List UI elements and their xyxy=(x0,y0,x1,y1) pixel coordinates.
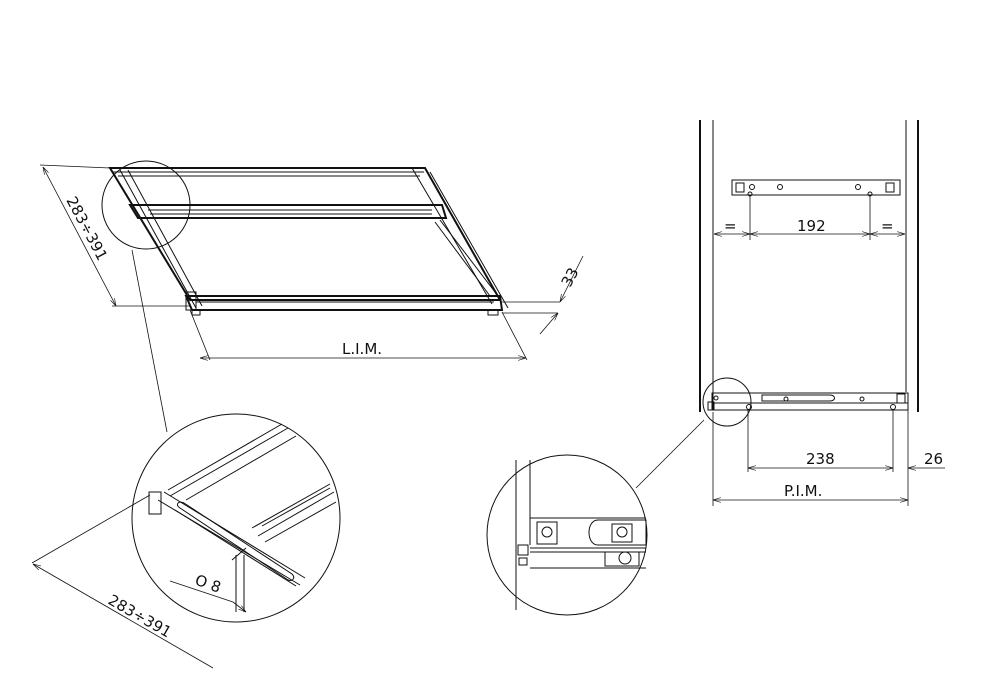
width-label: L.I.M. xyxy=(342,340,382,358)
perspective-frame xyxy=(101,160,509,316)
detail-depth-label: 283÷391 xyxy=(105,591,174,642)
detail-right xyxy=(486,454,648,616)
hole-distance-label: 238 xyxy=(806,450,835,468)
depth-dimension: 283÷391 xyxy=(39,164,190,306)
diameter-label: O 8 xyxy=(193,571,224,597)
height-label: 33 xyxy=(558,265,583,290)
height-dimension: 33 xyxy=(502,255,584,335)
width-dimension: L.I.M. xyxy=(189,309,528,360)
detail-left: O 8 283÷391 xyxy=(31,413,341,669)
offset-label: 26 xyxy=(924,450,943,468)
detail-leader xyxy=(131,249,168,433)
front-view: = 192 = 238 26 P.I.M. xyxy=(635,120,945,506)
equal-right-label: = xyxy=(881,217,894,235)
equal-left-label: = xyxy=(724,217,737,235)
spacing-label: 192 xyxy=(797,217,826,235)
depth-range-label: 283÷391 xyxy=(62,193,111,263)
depth-label: P.I.M. xyxy=(784,482,822,500)
